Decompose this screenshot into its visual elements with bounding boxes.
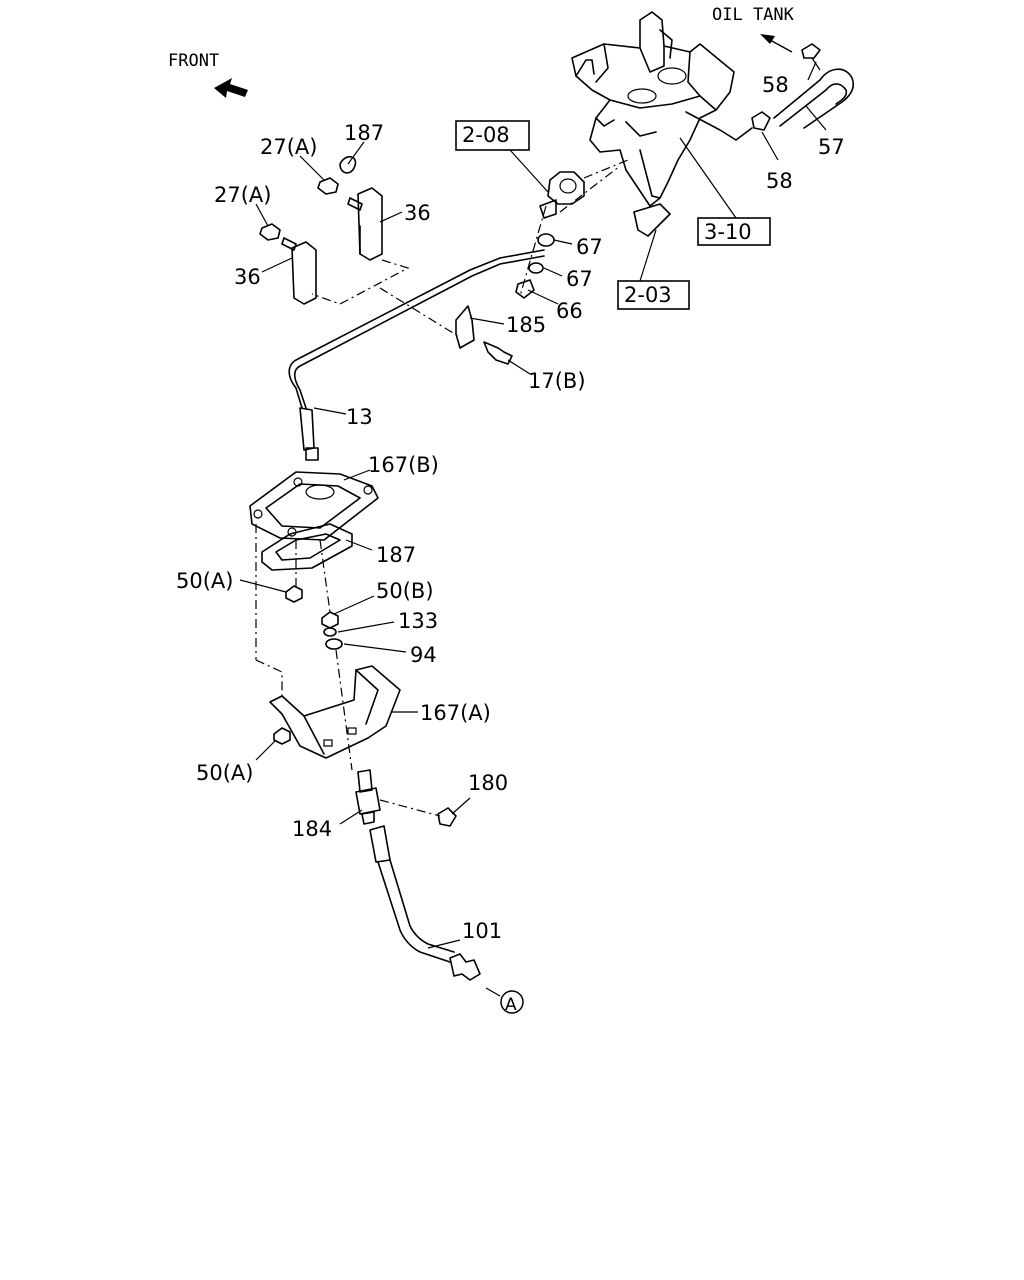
connector-184	[355, 769, 381, 825]
svg-text:A: A	[505, 995, 517, 1015]
hose-clip-lower	[751, 111, 771, 131]
washer-67-lower	[528, 262, 544, 274]
bracket-167a	[269, 665, 401, 759]
hose-101	[369, 825, 481, 981]
svg-text:2-08: 2-08	[462, 123, 510, 147]
washer-133	[323, 627, 337, 637]
bolt-near-36-right	[347, 197, 363, 211]
nut-50a-lower	[273, 727, 291, 745]
svg-text:2-03: 2-03	[624, 283, 672, 307]
bolt-180	[437, 807, 457, 827]
callout-180: 180	[468, 771, 508, 795]
callout-133: 133	[398, 609, 438, 633]
leader-lines	[239, 61, 827, 949]
callout-17b: 17(B)	[528, 369, 586, 393]
callout-50a-upper: 50(A)	[176, 569, 233, 593]
bracket-36-left	[291, 241, 317, 305]
nut-50a-upper	[285, 585, 303, 603]
nut-50b	[321, 611, 339, 629]
oil-tank-hose	[773, 68, 855, 129]
callout-185: 185	[506, 313, 546, 337]
callout-27a-left: 27(A)	[214, 183, 271, 207]
circle-marker-a: A	[500, 990, 524, 1015]
callout-94: 94	[410, 643, 437, 667]
bracket-36-right	[357, 187, 383, 261]
washer-94	[325, 638, 343, 650]
ref-box-3-10[interactable]: 3-10	[697, 217, 771, 246]
oil-tank-label: OIL TANK	[712, 5, 795, 25]
callout-58-top: 58	[762, 73, 789, 97]
callout-67-lower: 67	[566, 267, 593, 291]
callout-50b: 50(B)	[376, 579, 434, 603]
svg-text:3-10: 3-10	[704, 220, 752, 244]
oil-tank-arrow-icon	[760, 34, 793, 53]
nut-27a-top	[317, 177, 339, 195]
front-arrow-icon	[214, 78, 248, 98]
front-label: FRONT	[168, 51, 219, 71]
ref-box-2-08[interactable]: 2-08	[455, 120, 530, 151]
callout-167b: 167(B)	[368, 453, 439, 477]
callout-167a: 167(A)	[420, 701, 491, 725]
clip-185	[455, 305, 475, 349]
callout-67-upper: 67	[576, 235, 603, 259]
pedal-bracket-assembly	[539, 11, 753, 237]
nut-27a-left	[259, 223, 281, 241]
hydraulic-pipe-13	[288, 249, 545, 461]
gasket-187	[261, 523, 353, 571]
hose-clip-upper	[801, 43, 821, 71]
callout-184: 184	[292, 817, 332, 841]
bolt-near-36-left	[281, 237, 297, 251]
ref-box-2-03[interactable]: 2-03	[617, 280, 690, 310]
callout-187-mid: 187	[376, 543, 416, 567]
callout-101: 101	[462, 919, 502, 943]
bolt-66	[515, 279, 535, 299]
washer-67-upper	[537, 233, 555, 247]
clip-187-top	[339, 156, 357, 174]
callout-13: 13	[346, 405, 373, 429]
cover-167b	[249, 471, 379, 541]
bolt-17b	[483, 341, 513, 365]
callout-50a-lower: 50(A)	[196, 761, 253, 785]
callout-58-bottom: 58	[766, 169, 793, 193]
callout-36-right: 36	[404, 201, 431, 225]
callout-66: 66	[556, 299, 583, 323]
callout-36-left: 36	[234, 265, 261, 289]
callout-27a-top: 27(A)	[260, 135, 317, 159]
callout-187-top: 187	[344, 121, 384, 145]
callout-57: 57	[818, 135, 845, 159]
